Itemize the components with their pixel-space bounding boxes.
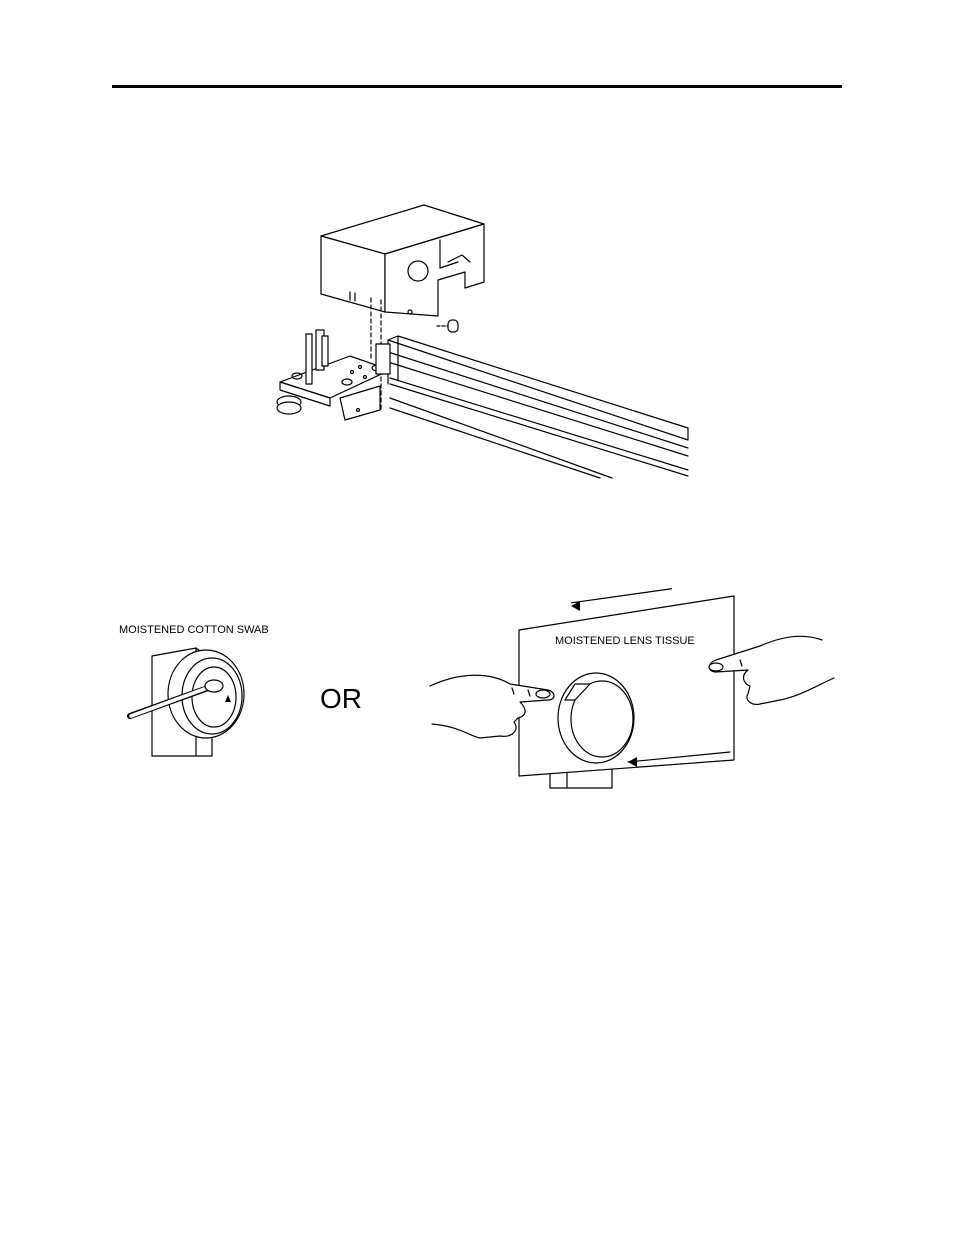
carriage-cover bbox=[321, 205, 484, 316]
or-label: OR bbox=[320, 683, 362, 715]
thumb-screw bbox=[437, 320, 458, 332]
tissue-label: MOISTENED LENS TISSUE bbox=[555, 635, 695, 647]
tissue-cleaning-illustration bbox=[430, 589, 834, 788]
guide-rail bbox=[376, 336, 688, 478]
swab-label: MOISTENED COTTON SWAB bbox=[119, 624, 269, 636]
swab-cleaning-illustration bbox=[130, 648, 244, 756]
carriage-plate bbox=[277, 330, 390, 420]
